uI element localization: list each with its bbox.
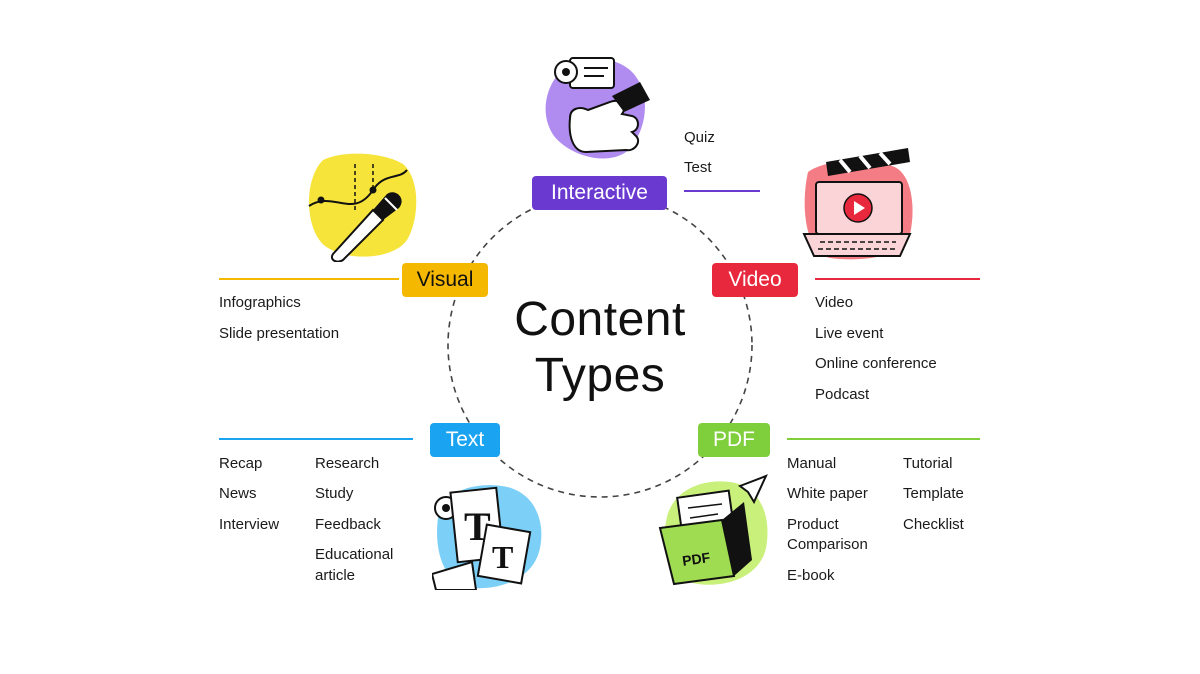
svg-text:PDF: PDF: [681, 549, 711, 569]
pdf-item: Product: [787, 516, 839, 533]
text-item: Interview: [219, 516, 280, 533]
text-item: Research: [315, 455, 380, 472]
hand-pointing-illustration: [540, 52, 664, 160]
pdf-item: Template: [903, 485, 964, 502]
pdf-item: Tutorial: [903, 455, 953, 472]
text-document-illustration: T T: [430, 478, 546, 591]
video-item: Online conference: [815, 355, 937, 372]
interactive-item: Test: [684, 159, 712, 176]
pdf-item: Checklist: [903, 516, 964, 533]
pdf-item: Comparison: [787, 536, 868, 553]
svg-text:T: T: [492, 539, 513, 575]
pdf-item: E-book: [787, 567, 835, 584]
pdf-item: Manual: [787, 455, 837, 472]
visual-divider: [219, 278, 399, 280]
visual-item: Infographics: [219, 294, 301, 311]
video-divider: [815, 278, 980, 280]
text-item: News: [219, 485, 257, 502]
interactive-divider: [684, 190, 760, 192]
clapperboard-laptop-illustration: [800, 148, 916, 262]
text-item: Feedback: [315, 516, 381, 533]
center-title-line1: Content: [514, 293, 686, 346]
text-label: Text: [430, 423, 500, 457]
center-title-line2: Types: [534, 349, 666, 402]
text-item: Study: [315, 485, 354, 502]
pdf-label: PDF: [698, 423, 770, 457]
pdf-item: White paper: [787, 485, 868, 502]
pdf-folder-illustration: PDF: [656, 472, 772, 588]
text-divider: [219, 438, 413, 440]
interactive-item: Quiz: [684, 129, 715, 146]
video-item: Podcast: [815, 386, 870, 403]
video-item: Video: [815, 294, 854, 311]
text-item: article: [315, 567, 356, 584]
video-item: Live event: [815, 325, 884, 342]
visual-label: Visual: [402, 263, 488, 297]
visual-item: Slide presentation: [219, 325, 340, 342]
pdf-divider: [787, 438, 980, 440]
paintbrush-illustration: [303, 150, 423, 263]
text-item: Recap: [219, 455, 263, 472]
interactive-label: Interactive: [532, 176, 667, 210]
video-label: Video: [712, 263, 798, 297]
text-item: Educational: [315, 546, 394, 563]
